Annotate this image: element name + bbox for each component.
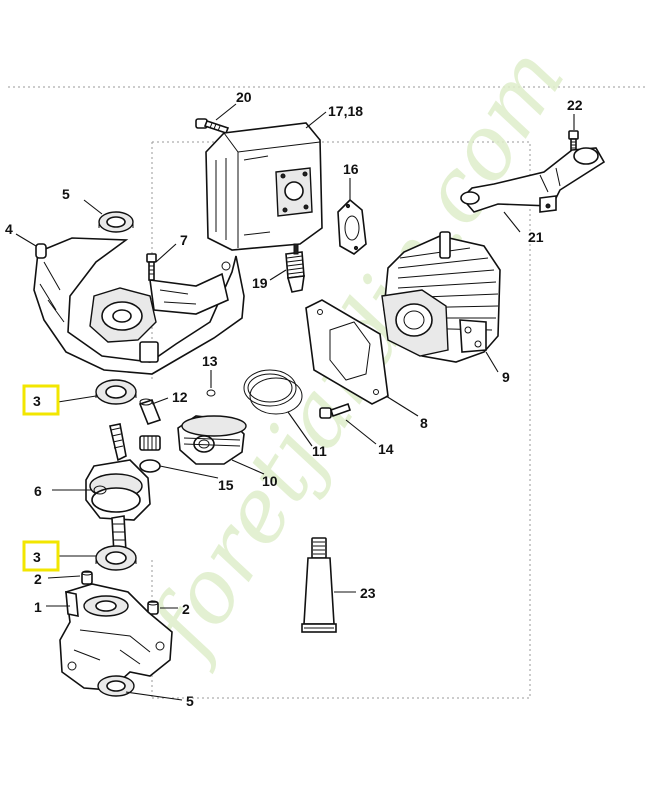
label-3-top[interactable]: 3 — [33, 393, 41, 409]
label-20: 20 — [236, 89, 252, 105]
label-14: 14 — [378, 441, 394, 457]
highlight-3-bottom — [22, 540, 60, 572]
label-13: 13 — [202, 353, 218, 369]
label-6: 6 — [34, 483, 42, 499]
label-19: 19 — [252, 275, 268, 291]
part-5-seal-bottom — [97, 675, 135, 697]
part-10-piston — [177, 415, 247, 465]
part-14-screw — [319, 402, 352, 419]
part-16-gasket — [337, 198, 367, 255]
label-2-right: 2 — [182, 601, 190, 617]
part-23-sealant-tube — [301, 537, 337, 633]
label-7: 7 — [180, 232, 188, 248]
part-19-spark-plug — [285, 243, 305, 293]
part-3-bearing-bottom — [95, 545, 137, 571]
label-1: 1 — [34, 599, 42, 615]
label-22: 22 — [567, 97, 583, 113]
part-3-bearing-top — [95, 379, 137, 405]
label-17-18: 17,18 — [328, 103, 363, 119]
assembly-box — [152, 141, 531, 699]
part-8-gasket — [305, 299, 389, 405]
label-4: 4 — [5, 221, 13, 237]
part-4-fan-housing — [33, 237, 245, 375]
label-8: 8 — [420, 415, 428, 431]
label-3-bottom[interactable]: 3 — [33, 549, 41, 565]
label-5-top: 5 — [62, 186, 70, 202]
part-7-screw — [146, 253, 157, 281]
part-2-dowel-right — [147, 600, 159, 615]
label-15: 15 — [218, 477, 234, 493]
part-6-crankshaft — [85, 423, 151, 555]
part-11-piston-rings — [243, 369, 303, 415]
part-13-circlip — [206, 389, 216, 397]
part-9-cylinder — [381, 231, 501, 363]
label-10: 10 — [262, 473, 278, 489]
part-2-dowel-left — [81, 570, 93, 585]
part-20-screw — [195, 118, 230, 134]
part-12-piston-pin — [138, 398, 162, 425]
part-22-screw — [568, 130, 579, 154]
part-17-18-muffler — [205, 122, 323, 251]
part-15-needle-cage — [139, 435, 161, 473]
label-9: 9 — [502, 369, 510, 385]
leader-lines — [15, 103, 575, 701]
highlight-3-top — [22, 384, 60, 416]
label-16: 16 — [343, 161, 359, 177]
label-12: 12 — [172, 389, 188, 405]
label-11: 11 — [312, 443, 327, 459]
label-5-bottom: 5 — [186, 693, 194, 709]
part-1-crankcase — [59, 583, 173, 691]
label-2-left: 2 — [34, 571, 42, 587]
label-21: 21 — [528, 229, 544, 245]
part-21-tube — [460, 147, 606, 213]
part-5-seal-top — [98, 211, 134, 233]
label-23: 23 — [360, 585, 376, 601]
